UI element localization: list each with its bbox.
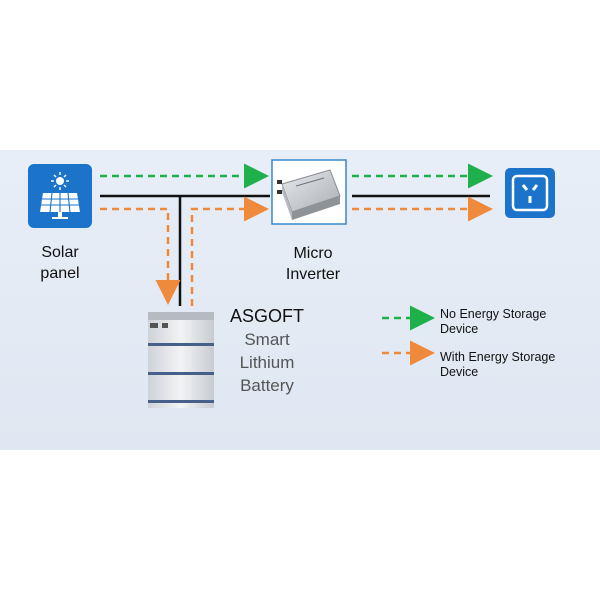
solar-label-line2: panel (40, 265, 80, 282)
legend1-line2: Device (440, 322, 479, 336)
legend-swatches (382, 305, 435, 366)
battery-label-line3: Battery (240, 376, 294, 395)
battery-label-line1: Smart (244, 330, 290, 349)
inverter-label-line1: Micro (293, 245, 333, 262)
solar-panel-label: Solar panel (24, 242, 96, 284)
legend1-line1: No Energy Storage (440, 307, 547, 321)
legend-item-with-storage: With Energy Storage Device (440, 350, 555, 380)
battery-brand: ASGOFT (229, 306, 304, 326)
micro-inverter-device (271, 159, 347, 225)
orange-flow-path (100, 196, 493, 306)
solar-panel-icon (28, 164, 92, 228)
solar-label-line1: Solar (41, 244, 79, 261)
legend2-line1: With Energy Storage (440, 350, 556, 364)
legend-item-no-storage: No Energy Storage Device (440, 307, 546, 337)
battery-stack (148, 312, 214, 408)
battery-label-line2: Lithium (239, 353, 295, 372)
legend2-line2: Device (440, 365, 479, 379)
micro-inverter-label: Micro Inverter (266, 243, 360, 285)
battery-label: ASGOFT Smart Lithium Battery (220, 305, 314, 397)
power-outlet-icon (505, 168, 555, 218)
inverter-label-line2: Inverter (285, 266, 341, 283)
